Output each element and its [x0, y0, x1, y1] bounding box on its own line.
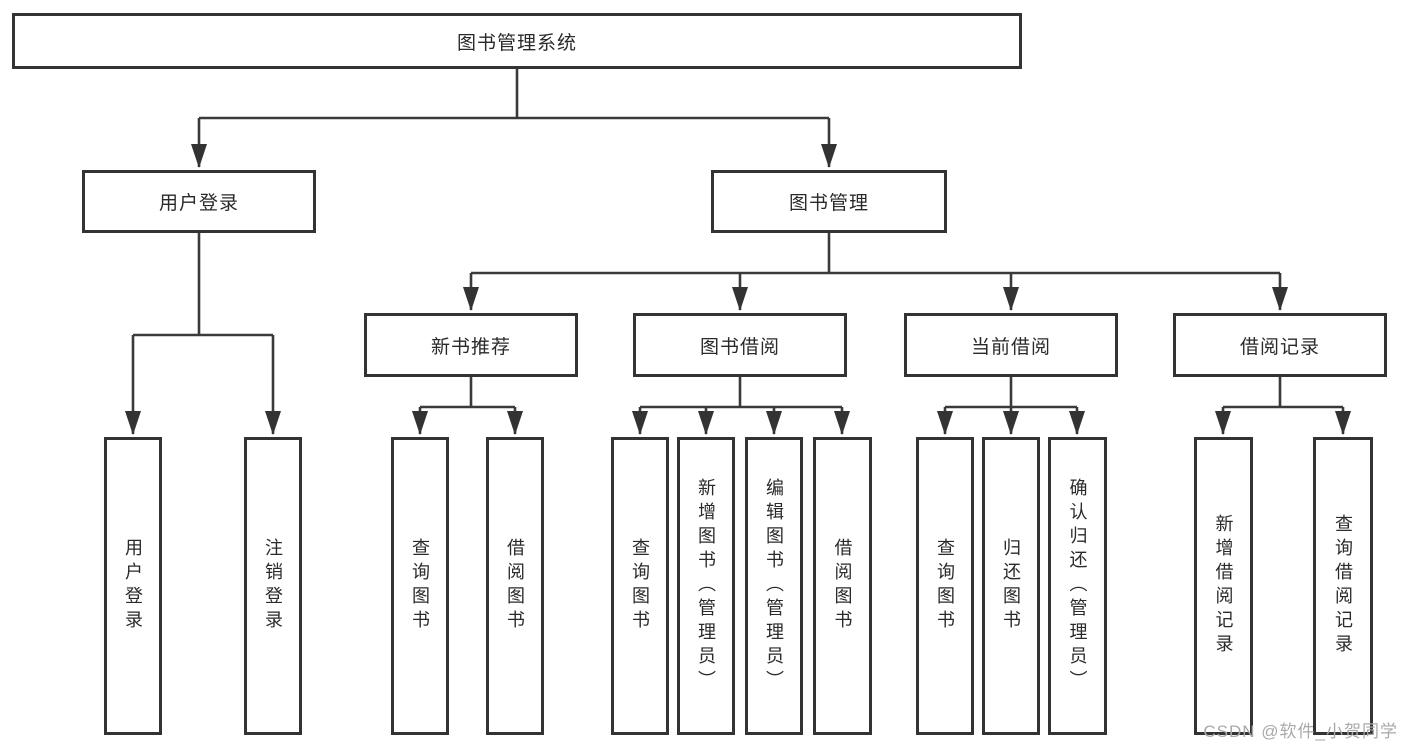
- leaf-edit-book-admin-label: 编辑图书（管理员）: [764, 478, 784, 694]
- node-book-management: 图书管理: [711, 170, 947, 233]
- leaf-query-books-2: 查询图书: [611, 437, 669, 735]
- leaf-query-books-2-label: 查询图书: [630, 538, 650, 634]
- node-borrow-records-label: 借阅记录: [1239, 336, 1320, 358]
- node-root-system-label: 图书管理系统: [456, 32, 577, 54]
- leaf-add-borrow-record: 新增借阅记录: [1194, 437, 1253, 735]
- leaf-return-books-label: 归还图书: [1001, 538, 1021, 634]
- leaf-edit-book-admin: 编辑图书（管理员）: [745, 437, 803, 735]
- leaf-borrow-books-2-label: 借阅图书: [832, 538, 853, 634]
- node-borrow-records: 借阅记录: [1173, 313, 1387, 377]
- node-current-borrow-label: 当前借阅: [970, 336, 1051, 358]
- leaf-query-borrow-record: 查询借阅记录: [1313, 437, 1373, 735]
- leaf-borrow-books-1-label: 借阅图书: [505, 538, 525, 634]
- watermark: CSDN @软件_小贺同学: [1203, 722, 1398, 741]
- leaf-query-borrow-record-label: 查询借阅记录: [1333, 514, 1353, 658]
- leaf-logout-label: 注销登录: [263, 538, 283, 634]
- node-new-book-recommend: 新书推荐: [364, 313, 578, 377]
- node-user-login-label: 用户登录: [158, 193, 239, 214]
- leaf-borrow-books-1: 借阅图书: [486, 437, 544, 735]
- node-current-borrow: 当前借阅: [904, 313, 1118, 377]
- leaf-add-book-admin-label: 新增图书（管理员）: [696, 478, 716, 694]
- leaf-logout: 注销登录: [244, 437, 302, 735]
- node-root-system: 图书管理系统: [12, 13, 1022, 69]
- node-new-book-recommend-label: 新书推荐: [430, 336, 511, 358]
- leaf-add-book-admin: 新增图书（管理员）: [677, 437, 735, 735]
- connector-buses: [133, 68, 1343, 409]
- leaf-user-login: 用户登录: [104, 437, 162, 735]
- leaf-borrow-books-2: 借阅图书: [813, 437, 872, 735]
- node-book-borrow-label: 图书借阅: [699, 336, 780, 358]
- leaf-confirm-return-admin: 确认归还（管理员）: [1048, 437, 1107, 735]
- leaf-query-books-3: 查询图书: [916, 437, 974, 735]
- leaf-confirm-return-admin-label: 确认归还（管理员）: [1067, 478, 1088, 694]
- node-user-login: 用户登录: [82, 170, 316, 233]
- leaf-query-books-1: 查询图书: [391, 437, 449, 735]
- leaf-add-borrow-record-label: 新增借阅记录: [1213, 514, 1234, 658]
- leaf-user-login-label: 用户登录: [123, 538, 143, 634]
- leaf-return-books: 归还图书: [982, 437, 1040, 735]
- node-book-borrow: 图书借阅: [633, 313, 847, 377]
- leaf-query-books-3-label: 查询图书: [935, 538, 955, 634]
- leaf-query-books-1-label: 查询图书: [410, 538, 430, 634]
- node-book-management-label: 图书管理: [788, 193, 869, 214]
